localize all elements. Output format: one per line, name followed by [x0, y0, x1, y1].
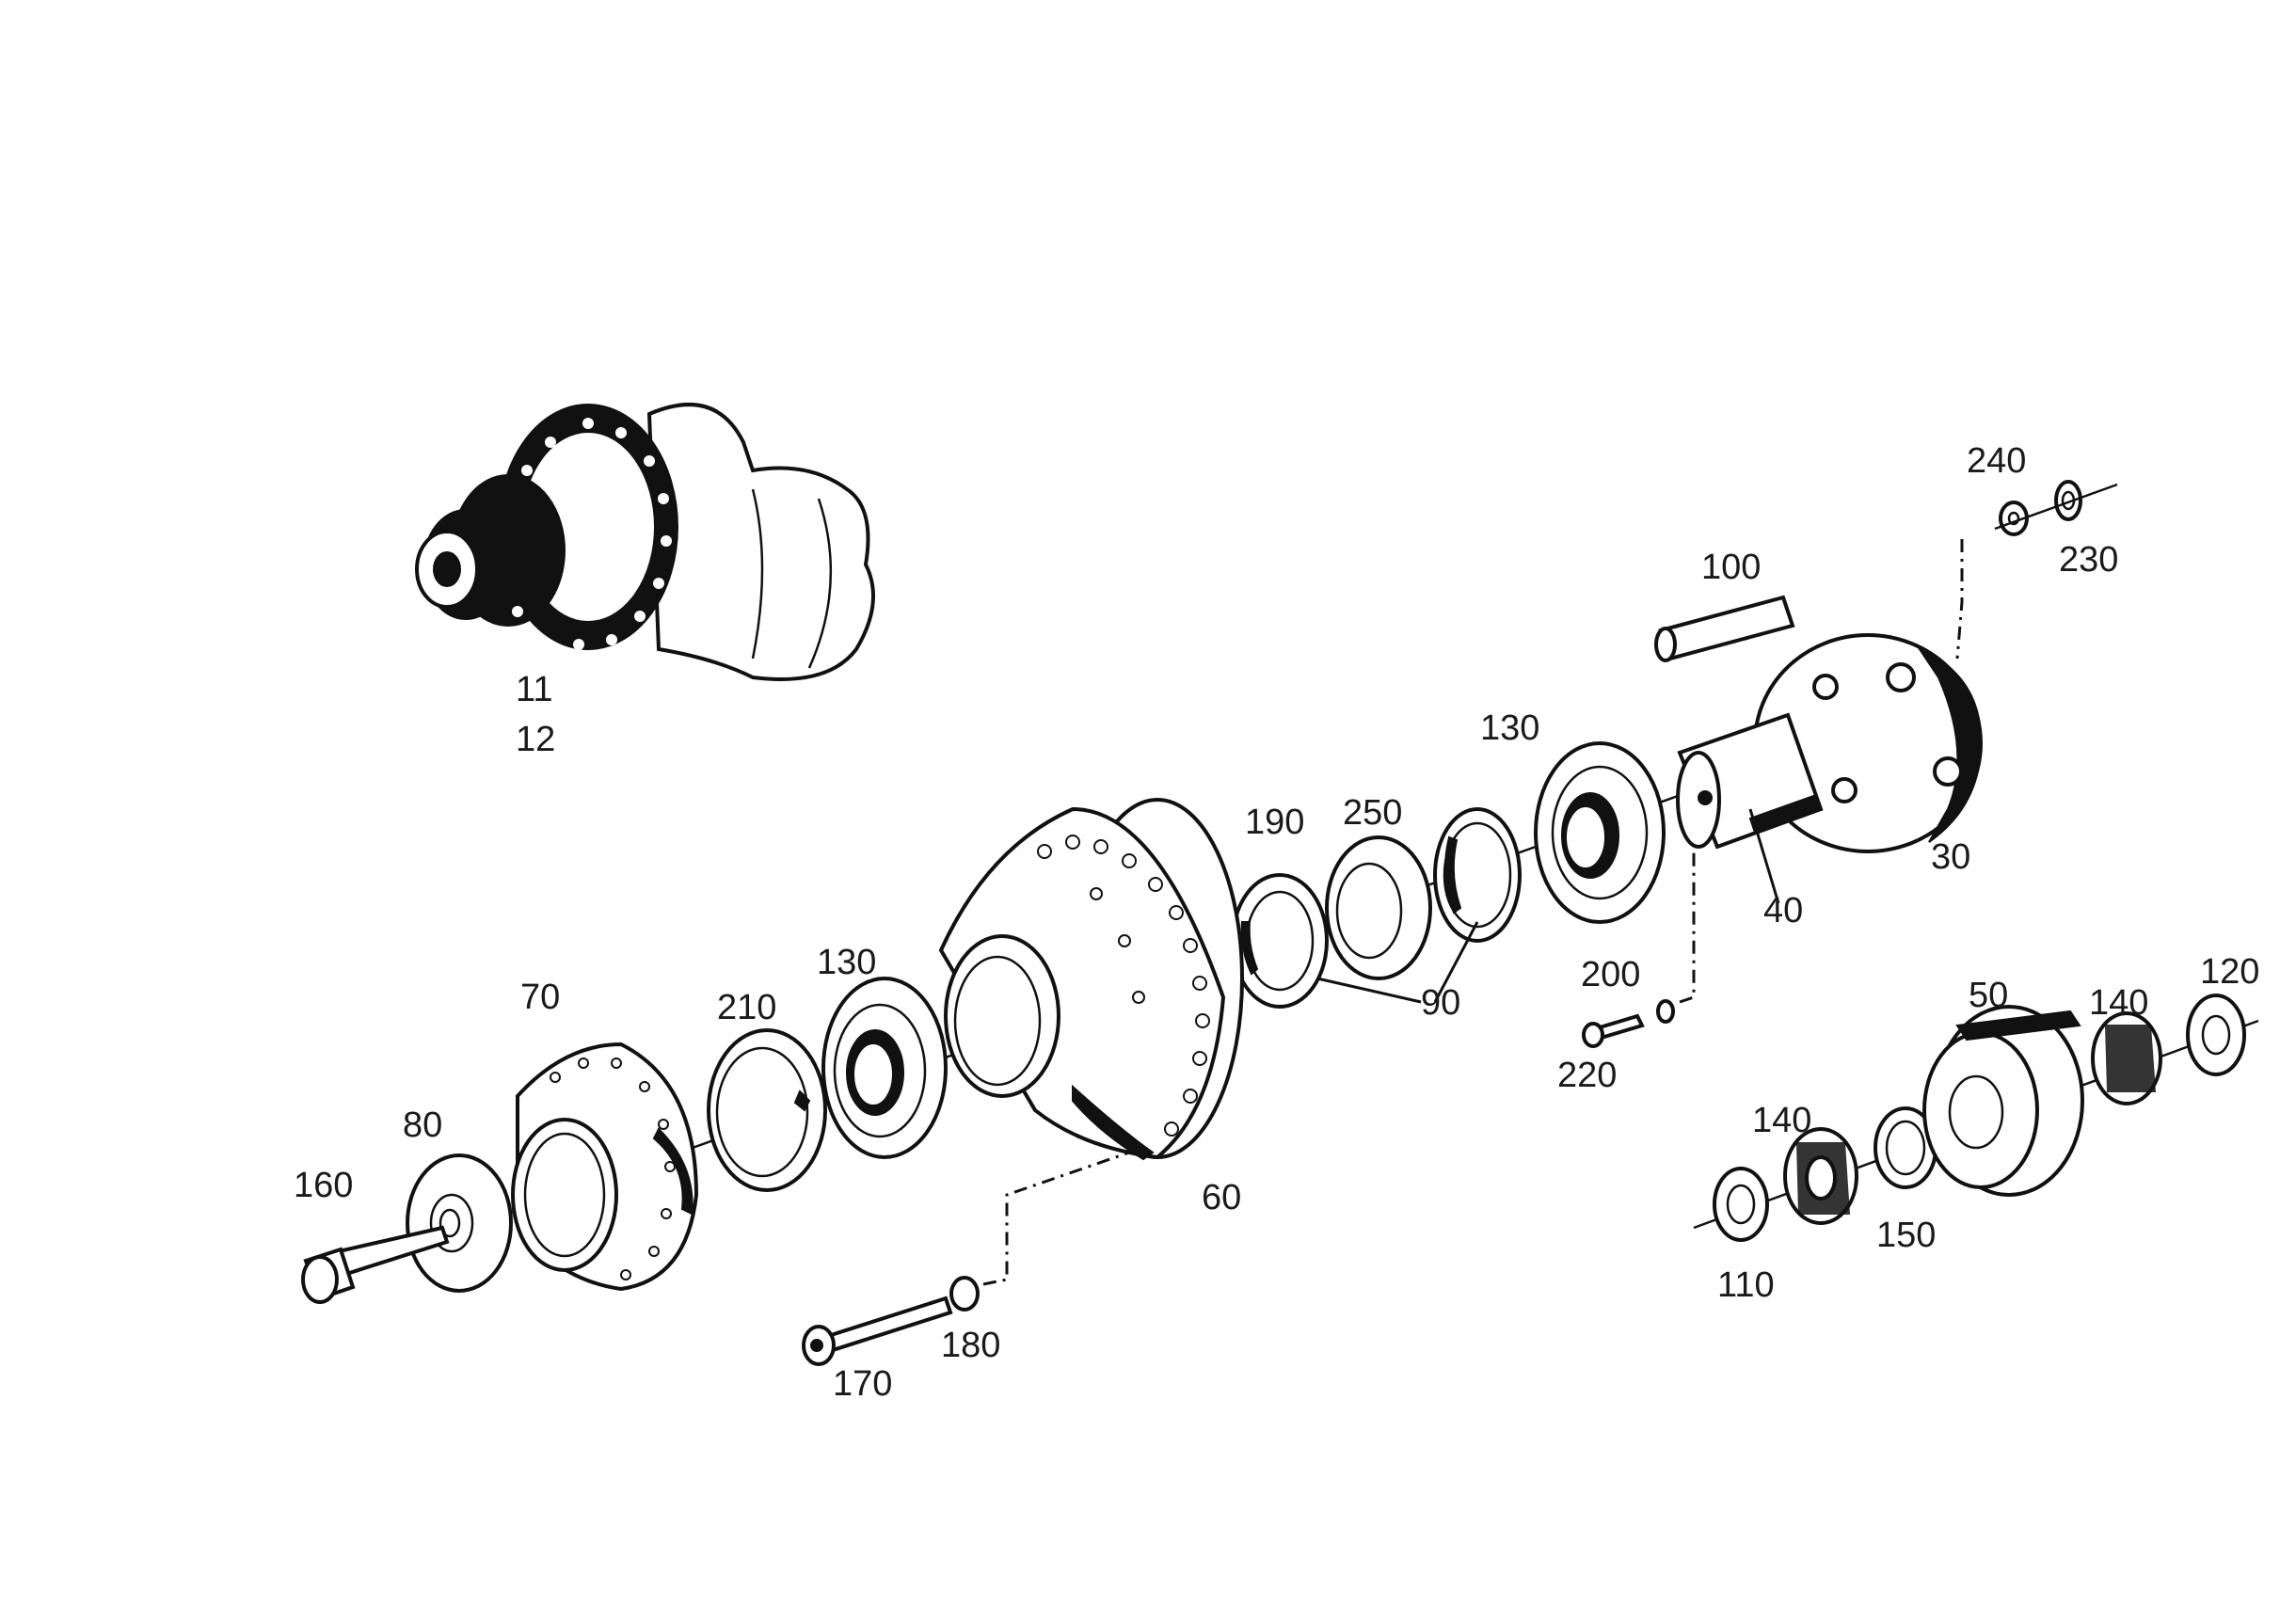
label-140-upper: 140	[2089, 983, 2148, 1023]
label-230: 230	[2059, 540, 2118, 580]
part-130-bearing-lower	[821, 977, 948, 1159]
part-100-pin	[1654, 595, 1795, 662]
label-160: 160	[294, 1166, 353, 1205]
part-110-washer	[1713, 1167, 1769, 1242]
assembly-11-12	[415, 403, 875, 681]
label-100: 100	[1701, 548, 1761, 587]
part-70-cap	[511, 1042, 699, 1292]
label-200: 200	[1581, 955, 1640, 994]
label-30: 30	[1931, 837, 1970, 877]
part-200-washer	[1656, 999, 1675, 1024]
part-number-labels: 11 12 100 240 230 130 30 40 190 250 90 2…	[294, 441, 2259, 1404]
label-90: 90	[1421, 983, 1460, 1023]
label-250: 250	[1343, 793, 1402, 833]
label-130-upper: 130	[1480, 708, 1539, 748]
part-230-ring	[2054, 480, 2082, 521]
label-60: 60	[1202, 1178, 1241, 1217]
label-40: 40	[1763, 891, 1803, 930]
label-80: 80	[403, 1105, 442, 1145]
label-110: 110	[1717, 1265, 1775, 1305]
part-140-needle-bearing-upper	[2091, 1011, 2162, 1105]
label-190: 190	[1245, 803, 1304, 842]
label-50: 50	[1969, 976, 2008, 1015]
part-60-hub	[938, 798, 1244, 1161]
label-120: 120	[2200, 952, 2259, 992]
label-11: 11	[516, 670, 552, 709]
part-220-screw	[1582, 1013, 1645, 1048]
label-220: 220	[1557, 1056, 1617, 1095]
part-140-needle-bearing-lower	[1783, 1127, 1858, 1225]
part-190-seal	[1231, 873, 1329, 1009]
label-240: 240	[1967, 441, 2026, 481]
part-160-bolt	[301, 1225, 450, 1304]
part-50-gear	[1922, 1005, 2084, 1197]
part-40-shaft	[1676, 712, 1824, 850]
part-120-washer	[2186, 994, 2246, 1076]
part-130-bearing-upper	[1534, 741, 1666, 924]
label-12: 12	[516, 720, 555, 759]
part-90-ring	[1433, 807, 1522, 943]
label-170: 170	[833, 1364, 892, 1404]
label-180: 180	[941, 1326, 1000, 1365]
label-150: 150	[1876, 1216, 1936, 1255]
flange-bolt-holes-icon	[512, 418, 672, 650]
part-170-screw	[802, 1296, 953, 1366]
label-140-lower: 140	[1752, 1101, 1811, 1140]
label-70: 70	[520, 978, 560, 1017]
label-130-lower: 130	[817, 943, 876, 982]
part-250-ring	[1325, 835, 1432, 980]
part-210-ring	[707, 1028, 827, 1192]
part-80-disc	[406, 1153, 513, 1293]
part-180-washer	[949, 1276, 980, 1312]
label-210: 210	[717, 988, 776, 1027]
